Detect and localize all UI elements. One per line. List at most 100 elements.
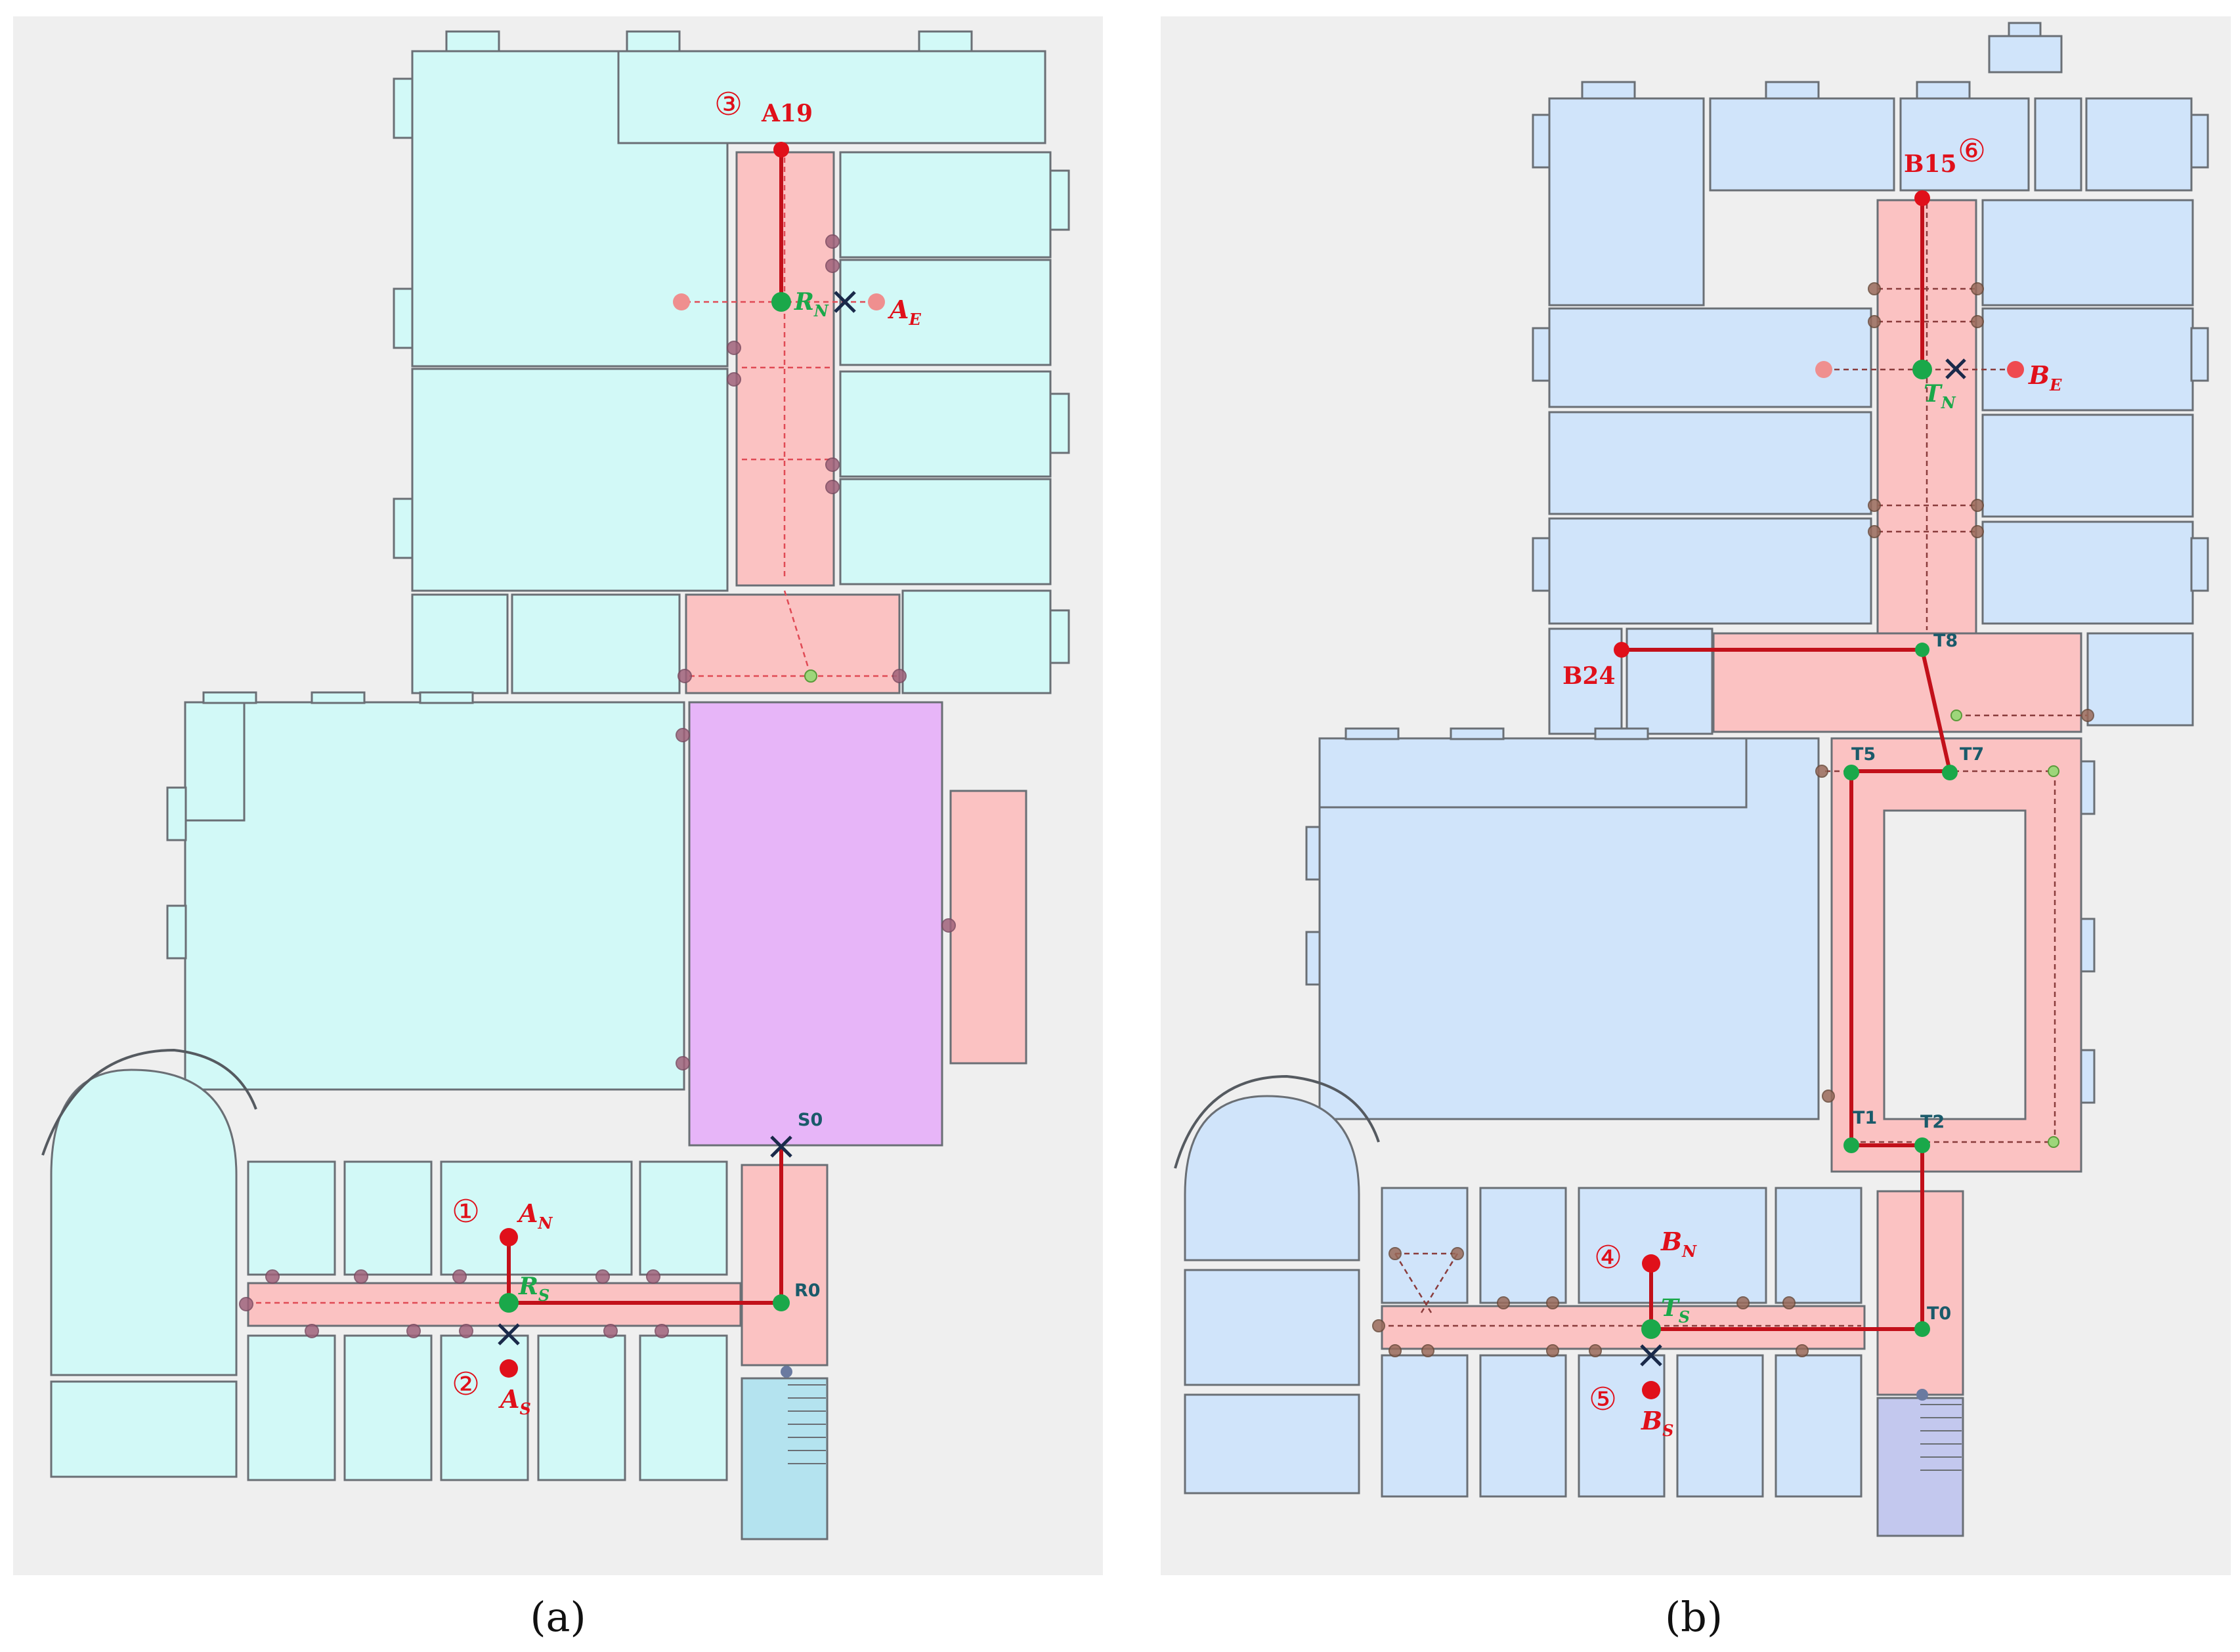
label-an-sub: N bbox=[537, 1214, 553, 1233]
window-tab bbox=[311, 691, 366, 704]
label-t2: T2 bbox=[1920, 1112, 1945, 1132]
svg-text:BS: BS bbox=[1641, 1406, 1673, 1440]
domed-room bbox=[50, 1069, 238, 1376]
label-ae-sub: E bbox=[908, 310, 921, 329]
label-bn: B bbox=[1660, 1227, 1682, 1256]
window-tab bbox=[1594, 727, 1649, 740]
panel-b: B15 ⑥ TN BE B24 T8 T5 T7 T1 T2 T0 ④ BN T… bbox=[1161, 16, 2231, 1575]
node-t2 bbox=[1914, 1137, 1930, 1153]
room bbox=[537, 1334, 626, 1481]
svg-text:BN: BN bbox=[1660, 1227, 1697, 1261]
svg-text:AS: AS bbox=[498, 1384, 531, 1418]
room bbox=[1318, 737, 1748, 809]
point-b24 bbox=[1614, 642, 1629, 658]
room bbox=[1899, 97, 2030, 192]
label-bs-sub: S bbox=[1662, 1421, 1673, 1440]
room bbox=[1981, 413, 2194, 518]
cross-marker-b bbox=[1945, 358, 1966, 379]
label-bn-sub: N bbox=[1681, 1242, 1697, 1261]
node-t8 bbox=[1915, 643, 1929, 657]
window-tab bbox=[1581, 81, 1636, 100]
svg-text:TN: TN bbox=[1924, 380, 1956, 412]
cross-marker bbox=[498, 1323, 520, 1345]
node-t0 bbox=[1914, 1321, 1930, 1337]
window-tab bbox=[166, 786, 187, 841]
label-t1: T1 bbox=[1853, 1108, 1877, 1128]
room bbox=[1548, 517, 1872, 625]
window-tab bbox=[1532, 327, 1551, 382]
window-tab bbox=[2080, 1049, 2096, 1104]
window-tab bbox=[2080, 760, 2096, 815]
marker-4: ④ bbox=[1594, 1239, 1622, 1276]
node-r0 bbox=[773, 1294, 790, 1311]
caption-b-letter: b bbox=[1681, 1593, 1707, 1641]
node-t7 bbox=[1942, 765, 1958, 780]
point-b15 bbox=[1914, 190, 1930, 206]
dome-arc bbox=[41, 1048, 257, 1156]
doors-b bbox=[1372, 282, 2094, 1401]
room bbox=[1981, 520, 2194, 625]
svg-text:BE: BE bbox=[2028, 360, 2062, 394]
window-tab bbox=[1049, 169, 1070, 231]
room bbox=[1626, 627, 1713, 735]
point-as bbox=[500, 1359, 518, 1378]
room bbox=[2086, 632, 2194, 727]
caption-b: (b) bbox=[1665, 1593, 1723, 1641]
label-rn-sub: N bbox=[813, 301, 829, 320]
window-tab bbox=[202, 691, 257, 704]
ghost-point-west-b bbox=[1815, 361, 1832, 378]
room bbox=[639, 1334, 728, 1481]
corridor-junction bbox=[685, 593, 901, 694]
room bbox=[1381, 1187, 1469, 1304]
label-be-sub: E bbox=[2049, 375, 2062, 394]
point-bs bbox=[1642, 1381, 1660, 1399]
window-tab bbox=[1049, 609, 1070, 664]
label-t5: T5 bbox=[1851, 744, 1876, 765]
large-room bbox=[184, 701, 685, 1091]
room bbox=[411, 593, 509, 694]
window-tab bbox=[2190, 327, 2209, 382]
window-tab bbox=[1305, 826, 1321, 881]
window-tab bbox=[1532, 114, 1551, 169]
staircase-b bbox=[1876, 1397, 1964, 1537]
room bbox=[1775, 1187, 1863, 1304]
room bbox=[1184, 1269, 1360, 1386]
room bbox=[1578, 1354, 1666, 1498]
room bbox=[1709, 97, 1895, 192]
room bbox=[411, 368, 729, 592]
label-a19: A19 bbox=[761, 100, 813, 127]
window-tab bbox=[1532, 537, 1551, 592]
label-tn: T bbox=[1924, 380, 1943, 408]
window-tab bbox=[393, 287, 414, 349]
label-t0: T0 bbox=[1927, 1303, 1951, 1324]
room bbox=[1548, 307, 1872, 408]
point-an bbox=[500, 1228, 518, 1246]
node-rn bbox=[771, 292, 791, 312]
room bbox=[839, 151, 1052, 259]
window-tab bbox=[1345, 727, 1400, 740]
label-t8: T8 bbox=[1933, 631, 1958, 651]
marker-5: ⑤ bbox=[1589, 1381, 1617, 1418]
room bbox=[2034, 97, 2082, 192]
label-ts: T bbox=[1661, 1294, 1680, 1322]
marker-6: ⑥ bbox=[1958, 133, 1986, 169]
window-tab bbox=[1450, 727, 1505, 740]
room bbox=[511, 593, 681, 694]
room bbox=[440, 1160, 633, 1276]
cross-marker-s0 bbox=[770, 1135, 792, 1158]
label-an: A bbox=[517, 1198, 538, 1228]
room bbox=[1479, 1354, 1567, 1498]
window-tab bbox=[393, 498, 414, 559]
label-t7: T7 bbox=[1960, 744, 1984, 765]
label-tn-sub: N bbox=[1941, 393, 1956, 412]
stair-corridor bbox=[741, 1164, 829, 1366]
node-ts bbox=[1641, 1319, 1661, 1339]
stair-steps bbox=[788, 1384, 826, 1464]
window-tab bbox=[2008, 22, 2042, 37]
label-rs: R bbox=[518, 1273, 538, 1300]
room bbox=[839, 259, 1052, 366]
stair-steps-b bbox=[1920, 1404, 1962, 1471]
room bbox=[50, 1380, 238, 1478]
label-ae: A bbox=[888, 295, 909, 324]
svg-text:TS: TS bbox=[1661, 1294, 1690, 1326]
